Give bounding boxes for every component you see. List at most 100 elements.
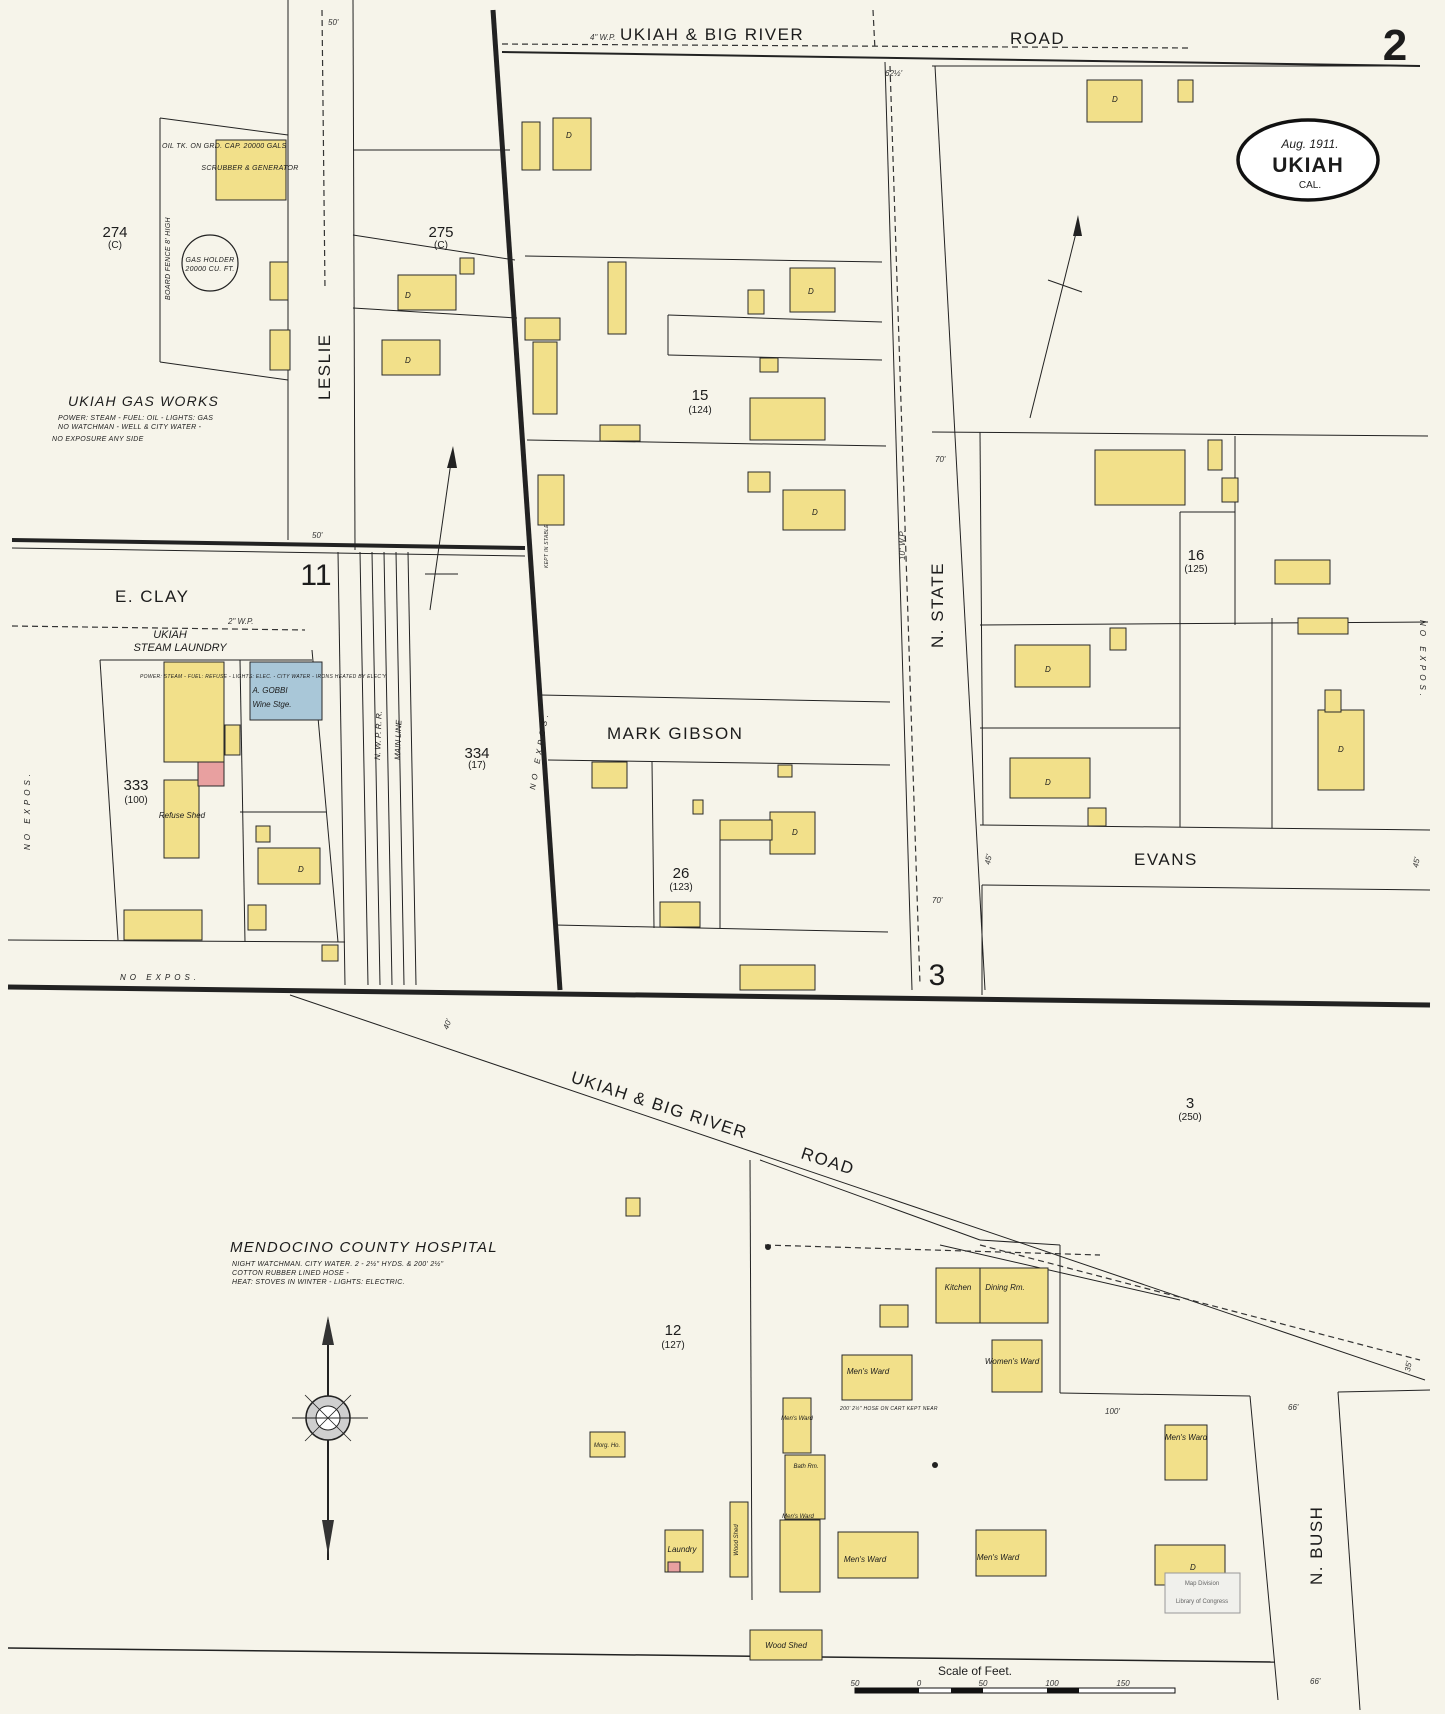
kitchen-label: Kitchen [945, 1283, 972, 1292]
dim-70-state: 70' [935, 455, 946, 464]
water-pipe-state: 10" W.P. [898, 530, 907, 560]
street-lines [7, 0, 1431, 1711]
bath-rm [784, 1454, 826, 1520]
street-road-top: ROAD [1010, 29, 1065, 48]
gas-works-oil-tank: OIL TK. ON GRD. CAP. 20000 GALS [162, 143, 287, 150]
mens-ward-b-label: Men's Ward [781, 1416, 813, 1422]
dwelling [749, 397, 826, 441]
hospital-line3: HEAT: STOVES IN WINTER - LIGHTS: ELECTRI… [232, 1279, 405, 1286]
dwelling-d-8: D [405, 356, 411, 365]
adjacent-sheet-11: 11 [300, 559, 331, 592]
street-n-bush: N. BUSH [1307, 1506, 1326, 1585]
street-ukiah-big-river-top: UKIAH & BIG RIVER [620, 25, 804, 44]
dwelling [782, 489, 846, 531]
scale-tick-1: 0 [917, 1679, 922, 1688]
mens-ward-f [1164, 1424, 1208, 1481]
wood-shed-b-label: Wood Shed [765, 1641, 807, 1650]
street-evans: EVANS [1134, 850, 1198, 869]
stable [1274, 559, 1331, 585]
dim-35: 35' [1403, 1360, 1414, 1372]
kitchen [935, 1267, 982, 1324]
laundry-office [667, 1561, 681, 1573]
stable [123, 909, 203, 941]
dim-70-b: 70' [932, 896, 943, 905]
gas-works-title: UKIAH GAS WORKS [68, 393, 219, 409]
gas-fence: BOARD FENCE 8' HIGH [165, 216, 172, 300]
no-expos-left: NO EXPOS. [23, 770, 32, 850]
dwelling-d-11: D [1112, 95, 1118, 104]
dwelling-d-1: D [566, 131, 572, 140]
outbuilding [247, 904, 267, 931]
hospital-notes: MENDOCINO COUNTY HOSPITAL NIGHT WATCHMAN… [230, 1239, 1208, 1650]
hospital-hose-note: 200' 2½" HOSE ON CART KEPT NEAR [839, 1405, 938, 1412]
block-275-num: 275 [428, 224, 453, 241]
dwelling-markers: D D D D D D D D D D D D [298, 95, 1344, 1572]
dwelling [1009, 757, 1091, 799]
gobbi-label: A. GOBBI [251, 686, 288, 695]
mens-ward-e-label: Men's Ward [977, 1553, 1020, 1562]
gas-holder-cap: 20000 CU. FT. [184, 266, 234, 273]
outbuilding [692, 799, 704, 815]
library-stamp: Map Division Library of Congress [1164, 1572, 1241, 1614]
gas-works-building [215, 139, 287, 201]
block-12-num: 12 [665, 1322, 682, 1339]
wood-shed [729, 1501, 749, 1578]
dim-66-a: 66' [1288, 1403, 1299, 1412]
block-16-sub: (125) [1184, 564, 1207, 575]
dwelling [257, 847, 321, 885]
scale-tick-0: 50 [851, 1679, 860, 1688]
water-pipe-clay: 2" W.P. [227, 617, 254, 626]
compass-rose [292, 1316, 368, 1560]
morgue-label: Morg. Ho. [594, 1443, 620, 1449]
outbuilding [879, 1304, 909, 1328]
laundry-building [163, 661, 225, 763]
block-16-num: 16 [1188, 547, 1205, 564]
water-pipes [11, 9, 1421, 1361]
dwelling [1094, 449, 1186, 506]
sheet-city: UKIAH [1272, 154, 1344, 177]
hospital-line2: COTTON RUBBER LINED HOSE - [232, 1270, 349, 1277]
dwelling-b [719, 819, 773, 841]
mens-ward-a-label: Men's Ward [847, 1367, 890, 1376]
dwelling [1317, 709, 1365, 791]
street-road-diag: ROAD [799, 1144, 857, 1179]
gas-works-notes: UKIAH GAS WORKS POWER: STEAM - FUEL: OIL… [52, 143, 298, 443]
wine-storage [249, 661, 323, 721]
outbuilding [1109, 627, 1127, 651]
north-arrows [425, 215, 1083, 611]
mens-ward-a [841, 1354, 913, 1401]
no-expos-bottom: NO EXPOS. [120, 973, 200, 982]
dwelling [1086, 79, 1143, 123]
morgue [589, 1431, 626, 1458]
dwelling-d-7: D [405, 291, 411, 300]
sheet-state: CAL. [1299, 180, 1321, 191]
outbuilding [777, 764, 793, 778]
outbuilding [1087, 807, 1107, 827]
dim-66-b: 66' [1310, 1677, 1321, 1686]
dining-room [979, 1267, 1049, 1324]
street-leslie: LESLIE [315, 333, 334, 400]
outbuilding [459, 257, 475, 275]
outbuilding [625, 1197, 641, 1217]
block-274-num: 274 [102, 224, 127, 241]
hospital-line1: NIGHT WATCHMAN. CITY WATER. 2 - 2½" HYDS… [232, 1260, 444, 1268]
dwelling-d-12: D [298, 865, 304, 874]
stable [659, 901, 701, 928]
hospital-title: MENDOCINO COUNTY HOSPITAL [230, 1239, 498, 1256]
block-334-sub: (17) [468, 760, 486, 771]
gas-scrubber: SCRUBBER & GENERATOR [201, 165, 298, 172]
wood-shed-label: Wood Shed [734, 1524, 740, 1556]
dwelling-d-6: D [1338, 745, 1344, 754]
shed [591, 761, 628, 789]
water-pipe-top: 4" W.P. [590, 33, 616, 42]
shed [607, 261, 627, 335]
outbuilding [255, 825, 271, 843]
outbuilding [1221, 477, 1239, 503]
gas-holder-circle [181, 234, 239, 292]
dining-label: Dining Rm. [985, 1283, 1025, 1292]
dim-100: 100' [1105, 1407, 1120, 1416]
boiler-room [224, 724, 241, 756]
mens-ward-c-label: Men's Ward [782, 1514, 814, 1520]
block-333-sub: (100) [124, 795, 147, 806]
